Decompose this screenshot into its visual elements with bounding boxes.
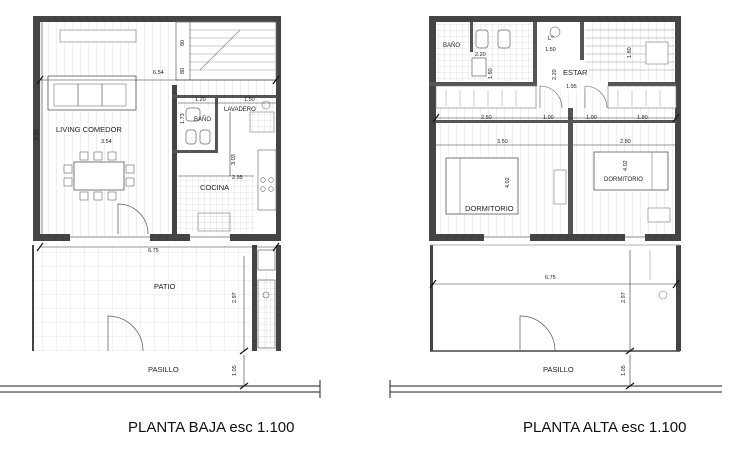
dim-depth: 5.60 <box>34 129 40 140</box>
door-patio <box>107 315 144 352</box>
dim-stair-run-b: 80 <box>180 68 186 74</box>
closet-left <box>435 85 537 109</box>
upper-wall-left <box>429 16 436 241</box>
room-label-kitchen: COCINA <box>200 183 229 192</box>
patio-sink <box>257 249 276 271</box>
upper-dim-bath-depth: 1.60 <box>488 68 494 79</box>
room-label-bath: BAÑO <box>194 116 211 123</box>
room-label-patio: PATIO <box>154 282 176 291</box>
dim-patio-depth: 2.97 <box>232 292 238 303</box>
upper-bidet <box>497 29 511 49</box>
wall-patio-right <box>252 245 257 351</box>
dim-stair-run-a: 80 <box>180 40 186 46</box>
upper-dim-corridor-width: 1.05 <box>621 365 627 376</box>
dim-bath-depth: 1.73 <box>180 113 186 124</box>
dim-living-width: 3.54 <box>101 139 112 145</box>
washer <box>549 26 561 38</box>
bed-1 <box>445 157 519 215</box>
upper-floor-caption: PLANTA ALTA esc 1.100 <box>523 419 687 436</box>
upper-dim-overall-width: 6.75 <box>545 275 556 281</box>
patio-shower <box>257 279 276 349</box>
upper-dim-closet-3: 1.00 <box>586 115 597 121</box>
upper-dim-bedroom-1-width: 3.50 <box>497 139 508 145</box>
upper-room-label-laundry: Lº <box>548 35 554 42</box>
bidet <box>185 129 197 145</box>
door-living <box>117 203 149 235</box>
upper-dim-bedroom-2-depth: 4.02 <box>623 160 629 171</box>
upper-sink <box>471 57 487 77</box>
upper-toilet <box>475 29 489 49</box>
upper-dim-estar-depth: 2.20 <box>552 69 558 80</box>
upper-room-label-corridor: PASILLO <box>543 365 574 374</box>
dim-kitchen-width: 2.95 <box>232 175 243 181</box>
wall-bottom-c <box>230 234 280 241</box>
ground-floor-plan: LIVING COMEDOR COCINA BAÑO LAVADERO PATI… <box>0 16 321 398</box>
upper-room-label-bath: BAÑO <box>443 42 460 49</box>
wall-bottom-b <box>150 234 190 241</box>
kitchen-counter <box>257 149 277 211</box>
dining-table <box>73 161 125 191</box>
room-label-corridor: PASILLO <box>148 365 179 374</box>
laundry-sink <box>249 111 275 133</box>
tv-unit <box>59 29 137 43</box>
room-label-living: LIVING COMEDOR <box>56 125 122 134</box>
toilet <box>185 107 201 122</box>
dim-corridor-width: 1.05 <box>232 365 238 376</box>
upper-patio-void <box>430 245 680 351</box>
upper-dim-estar-width: 1.95 <box>566 84 577 90</box>
upper-dim-stair-run: 1.80 <box>627 47 633 58</box>
dim-overall-width: 6.75 <box>148 248 159 254</box>
kitchen-sink <box>197 212 231 232</box>
dim-kitchen-depth: 3.03 <box>231 154 237 165</box>
wall-left <box>33 16 40 241</box>
sink <box>199 129 211 145</box>
wall-kitchen-left <box>172 85 177 235</box>
upper-floor-plan: BAÑO Lº ESTAR DORMITORIO DORMITORIO PASI… <box>389 16 722 398</box>
upper-dim-closet-2: 1.00 <box>543 115 554 121</box>
upper-door-terrace <box>519 315 556 352</box>
desk <box>553 169 567 205</box>
upper-dim-closet-4: 1.80 <box>637 115 648 121</box>
upper-wall-center <box>568 108 573 234</box>
sofa <box>47 75 137 111</box>
upper-wall-top <box>429 16 676 22</box>
dim-laundry-width: 1.50 <box>244 97 255 103</box>
dim-stair-width: 6.54 <box>153 70 164 76</box>
upper-dim-patio-depth: 2.97 <box>621 292 627 303</box>
ground-floor-caption: PLANTA BAJA esc 1.100 <box>128 419 295 436</box>
closet-right <box>607 85 677 109</box>
stair <box>175 21 277 81</box>
wall-bottom-a <box>33 234 70 241</box>
upper-dim-bedroom-2-width: 2.80 <box>620 139 631 145</box>
upper-dim-closet-1: 2.50 <box>481 115 492 121</box>
upper-wall-right <box>675 16 681 241</box>
upper-dim-bedroom-1-depth: 4.02 <box>505 177 511 188</box>
patio-floor <box>33 245 280 351</box>
room-label-laundry: LAVADERO <box>224 107 256 113</box>
upper-room-label-bedroom-2: DORMITORIO <box>604 177 643 183</box>
wall-top <box>33 16 280 22</box>
upper-room-label-bedroom-1: DORMITORIO <box>465 204 514 213</box>
upper-dim-bath-width: 2.20 <box>475 52 486 58</box>
wall-right <box>276 16 281 241</box>
upper-room-label-estar: ESTAR <box>563 68 588 77</box>
bed-2 <box>593 151 669 191</box>
dim-bath-width: 1.20 <box>195 97 206 103</box>
upper-dim-laundry-width: 1.50 <box>545 47 556 53</box>
